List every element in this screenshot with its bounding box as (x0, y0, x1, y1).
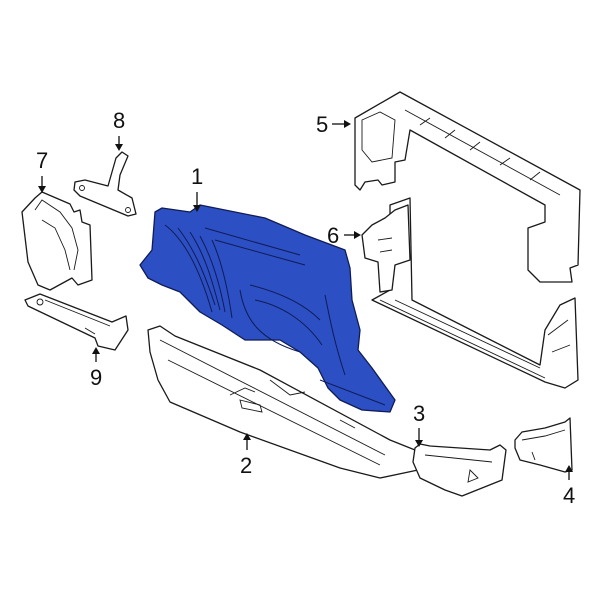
part-8-bracket[interactable] (73, 151, 137, 217)
part-1-front-panel-highlighted[interactable] (139, 204, 396, 413)
callout-8: 8 (113, 108, 126, 133)
callout-7: 7 (36, 148, 49, 173)
part-7-air-duct[interactable] (21, 191, 93, 291)
callout-3: 3 (413, 401, 426, 426)
callout-4: 4 (563, 483, 576, 508)
callout-6: 6 (327, 223, 340, 248)
callout-9: 9 (90, 365, 103, 390)
callout-1: 1 (191, 164, 204, 189)
part-3-bracket[interactable] (412, 443, 507, 497)
part-6-bracket[interactable] (361, 204, 411, 293)
callout-5: 5 (316, 112, 329, 137)
part-4-bracket[interactable] (514, 417, 573, 473)
callout-2: 2 (240, 453, 253, 478)
part-2-lower-deflector[interactable] (147, 325, 421, 479)
callout-arrows (38, 120, 573, 480)
part-9-bracket[interactable] (24, 293, 129, 351)
